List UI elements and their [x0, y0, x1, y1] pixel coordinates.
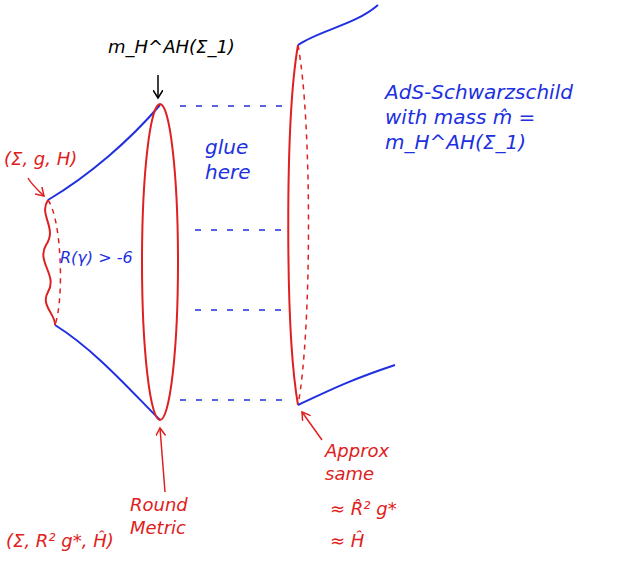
approx-sphere — [288, 45, 298, 405]
red-boundary — [43, 200, 55, 325]
pointer-arrow — [160, 428, 165, 492]
pointer-arrow — [157, 75, 159, 98]
approx-curvature: ≈ Ĥ — [330, 530, 364, 553]
mass-label: m_H^AH(Σ_1) — [108, 36, 235, 59]
round-sphere — [142, 104, 178, 420]
round-metric-triple: (Σ, R² g*, Ĥ) — [6, 530, 114, 553]
glue-lines — [180, 106, 290, 400]
data-triple: (Σ, g, H) — [4, 148, 77, 171]
blue-curve — [298, 5, 378, 45]
round-metric-note: Round Metric — [130, 494, 220, 539]
approx-sphere-dashed — [298, 45, 309, 405]
curvature-condition: R(γ) > -6 — [60, 248, 133, 268]
approx-metric: ≈ R̂² g* — [330, 498, 397, 521]
approx-note: Approx same — [325, 440, 415, 485]
blue-curve — [298, 365, 395, 405]
pointer-arrow — [28, 178, 44, 196]
red-dashed — [48, 200, 60, 325]
pointer-arrow — [302, 412, 322, 440]
model-note: AdS-Schwarzschild with mass m̂ = m_H^AH(… — [385, 80, 615, 155]
glue-note: glue here — [205, 135, 265, 185]
